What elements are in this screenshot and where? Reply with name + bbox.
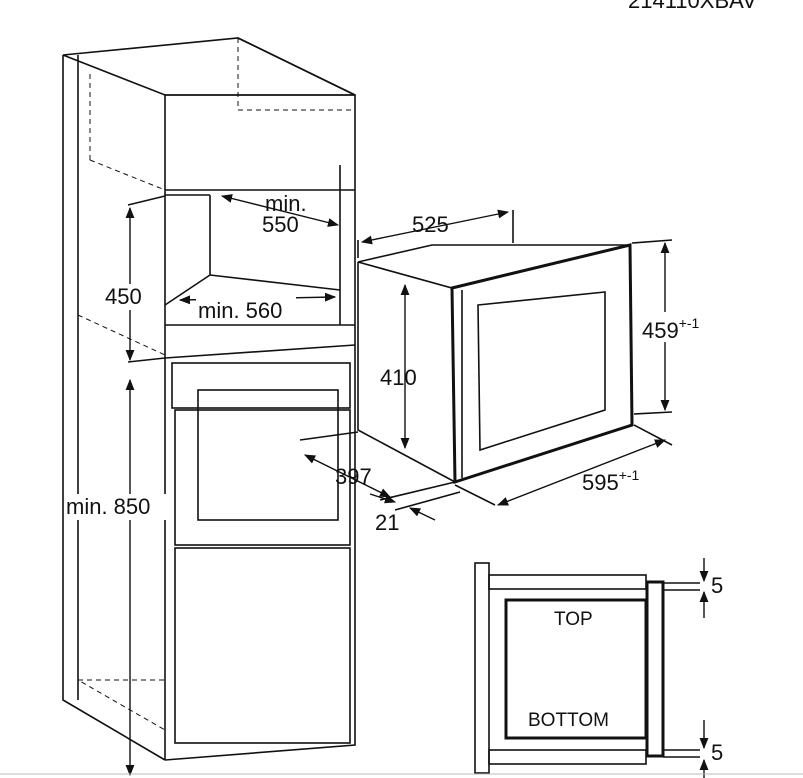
depth-label: 525: [412, 212, 449, 237]
niche-height-label: 450: [105, 284, 142, 309]
depth-arrow: [360, 209, 510, 245]
bottom-label: BOTTOM: [528, 710, 609, 731]
niche-depth-value: 550: [262, 212, 299, 237]
body-depth-label: 397: [335, 464, 372, 489]
model-code: 214110XBAV: [628, 0, 757, 13]
niche-depth-label-min: min.: [265, 191, 307, 216]
niche-depth-arrow: [220, 194, 340, 227]
front-width-label: 595+-1: [582, 467, 640, 495]
top-label: TOP: [554, 609, 593, 630]
front-width-arrow: [496, 439, 667, 506]
gap-detail: [474, 558, 709, 778]
gap-bottom-label: 5: [711, 740, 723, 765]
body-height-label: 410: [380, 365, 417, 390]
tall-cabinet: [62, 37, 356, 761]
front-height-label: 459+-1: [642, 315, 700, 343]
niche-width-label: min. 560: [198, 298, 282, 323]
body-depth-arrow: [303, 454, 392, 498]
front-thickness-label: 21: [375, 510, 399, 535]
base-height-label: min. 850: [66, 494, 150, 519]
microwave-appliance: [357, 243, 634, 485]
gap-top-label: 5: [711, 573, 723, 598]
